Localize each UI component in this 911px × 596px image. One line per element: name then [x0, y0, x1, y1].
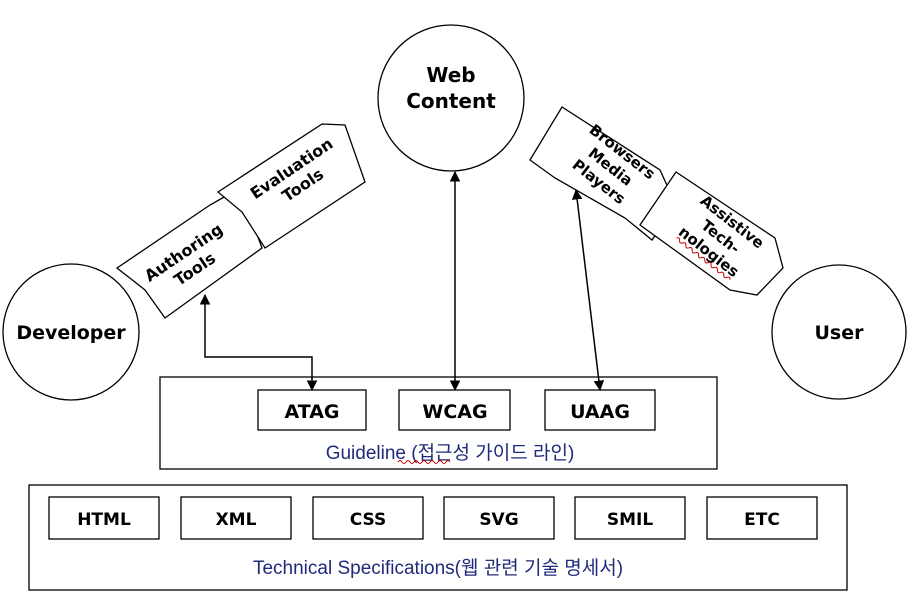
spec-html-box: HTML	[48, 496, 160, 540]
spec-xml-box: XML	[180, 496, 292, 540]
atag-box: ATAG	[257, 389, 367, 431]
web-content-label-line2: Content	[406, 89, 496, 113]
spec-html-label: HTML	[77, 510, 131, 530]
uaag-browsers-connector	[571, 188, 605, 392]
spec-svg-box: SVG	[443, 496, 555, 540]
uaag-label: UAAG	[570, 401, 630, 423]
technical-specifications-label: Technical Specifications(웹 관련 기술 명세서)	[253, 557, 623, 579]
spellcheck-underline	[676, 237, 731, 280]
spec-css-label: CSS	[350, 510, 387, 530]
guideline-label: Guideline (접근성 가이드 라인)	[326, 442, 575, 464]
spec-svg-label: SVG	[479, 510, 518, 530]
web-content-label-line1: Web	[426, 63, 475, 87]
spec-smil-box: SMIL	[574, 496, 686, 540]
developer-label: Developer	[16, 322, 126, 344]
atag-authoring-connector	[199, 293, 318, 392]
evaluation-tools-chevron: Evaluation Tools	[216, 123, 366, 249]
user-label: User	[815, 322, 865, 344]
uaag-box: UAAG	[544, 389, 656, 431]
spec-etc-label: ETC	[744, 510, 780, 530]
developer-node: Developer	[2, 263, 140, 401]
spec-xml-label: XML	[216, 510, 257, 530]
guideline-spellcheck-underline	[397, 460, 451, 464]
wcag-label: WCAG	[422, 401, 487, 423]
wcag-box: WCAG	[398, 389, 511, 431]
spec-smil-label: SMIL	[607, 510, 653, 530]
spec-css-box: CSS	[312, 496, 424, 540]
atag-label: ATAG	[284, 401, 339, 423]
user-node: User	[771, 264, 907, 400]
spec-etc-box: ETC	[706, 496, 818, 540]
web-content-node: Web Content	[377, 24, 525, 172]
